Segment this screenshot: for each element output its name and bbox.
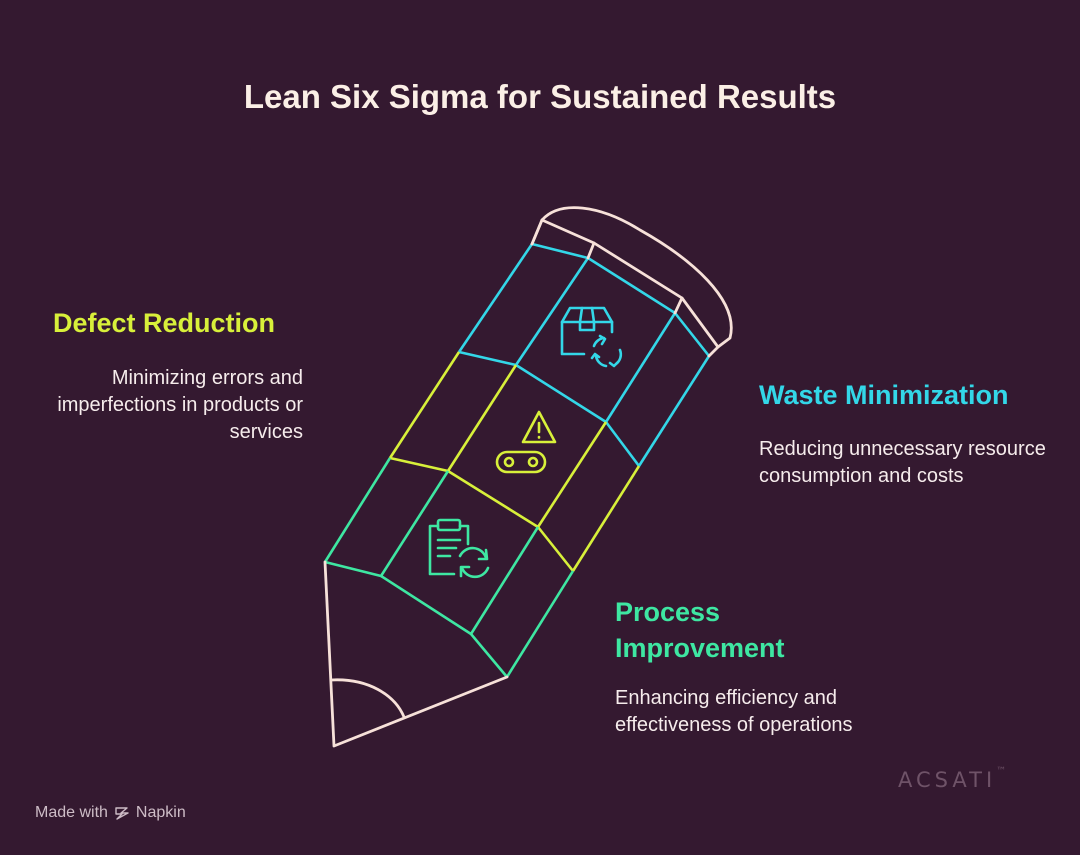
process-improvement-section: Process Improvement Enhancing efficiency… [615, 594, 915, 759]
defect-reduction-heading: Defect Reduction [53, 308, 276, 338]
waste-minimization-section: Waste Minimization Reducing unnecessary … [759, 377, 1049, 510]
napkin-logo-icon [115, 807, 129, 820]
made-with-napkin[interactable]: Made with Napkin [35, 804, 186, 822]
warning-conveyor-icon [495, 410, 557, 474]
pencil-outline [323, 206, 733, 748]
process-improvement-band [323, 457, 575, 678]
pencil-tip-arc [329, 678, 406, 719]
waste-minimization-band [457, 242, 711, 467]
brand-name: ACSATI [898, 768, 997, 792]
defect-reduction-description: Minimizing errors and imperfections in p… [57, 367, 303, 443]
brand-trademark: ™ [996, 766, 1007, 777]
pencil-eraser [530, 206, 733, 358]
napkin-label: Napkin [135, 804, 186, 821]
brand-watermark: ACSATI™ [898, 766, 1007, 792]
box-recycle-icon [560, 306, 623, 368]
defect-reduction-band [388, 351, 641, 572]
waste-minimization-description: Reducing unnecessary resource consumptio… [759, 438, 1046, 487]
made-with-label: Made with [35, 804, 108, 821]
process-improvement-description: Enhancing efficiency and effectiveness o… [615, 687, 853, 736]
waste-minimization-heading: Waste Minimization [759, 380, 1009, 410]
process-improvement-heading: Process Improvement [615, 597, 785, 663]
diagram-title: Lean Six Sigma for Sustained Results [243, 78, 837, 115]
pencil-tip [323, 560, 509, 748]
clipboard-refresh-icon [428, 518, 490, 579]
